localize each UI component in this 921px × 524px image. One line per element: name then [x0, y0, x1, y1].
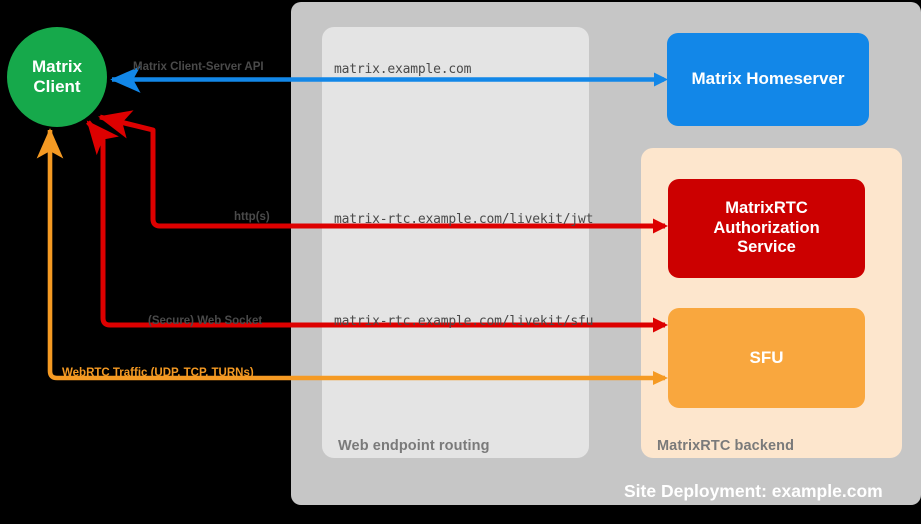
- edge-sfu-ws: [86, 120, 665, 328]
- node-matrix-homeserver-label: Matrix Homeserver: [691, 69, 845, 89]
- node-auth-line1: MatrixRTC: [725, 198, 808, 217]
- edge-label-cs-api-url: matrix.example.com: [334, 62, 472, 77]
- edge-label-sfu-ws-url: matrix-rtc.example.com/livekit/sfu: [334, 314, 594, 329]
- edge-arrowheads-right: [653, 72, 668, 385]
- panel-caption-site-deployment: Site Deployment: example.com: [624, 481, 883, 501]
- panel-web-endpoint-routing: [322, 27, 589, 458]
- edge-webrtc: [36, 128, 665, 381]
- edge-label-sfu-ws-protocol: (Secure) Web Socket: [148, 315, 263, 327]
- node-auth-line2: Authorization: [713, 218, 820, 237]
- edge-label-jwt-protocol: http(s): [234, 211, 270, 223]
- panel-caption-matrixrtc-backend: MatrixRTC backend: [657, 438, 795, 454]
- node-matrixrtc-authorization-service[interactable]: MatrixRTC Authorization Service: [668, 179, 865, 278]
- edge-jwt: [98, 110, 665, 229]
- panel-caption-web-endpoint-routing: Web endpoint routing: [338, 438, 490, 454]
- node-matrix-client-line2: Client: [33, 77, 81, 96]
- edge-label-cs-api-protocol: Matrix Client-Server API: [133, 61, 264, 73]
- edge-label-jwt-url: matrix-rtc.example.com/livekit/jwt: [334, 212, 594, 227]
- edge-label-webrtc-protocol: WebRTC Traffic (UDP, TCP, TURNs): [62, 367, 254, 379]
- node-sfu-label: SFU: [749, 347, 784, 367]
- node-matrix-client[interactable]: Matrix Client: [7, 27, 107, 127]
- node-sfu[interactable]: SFU: [668, 308, 865, 408]
- node-auth-line3: Service: [737, 238, 796, 257]
- node-matrix-homeserver[interactable]: Matrix Homeserver: [667, 33, 869, 126]
- node-matrix-client-line1: Matrix: [31, 56, 83, 76]
